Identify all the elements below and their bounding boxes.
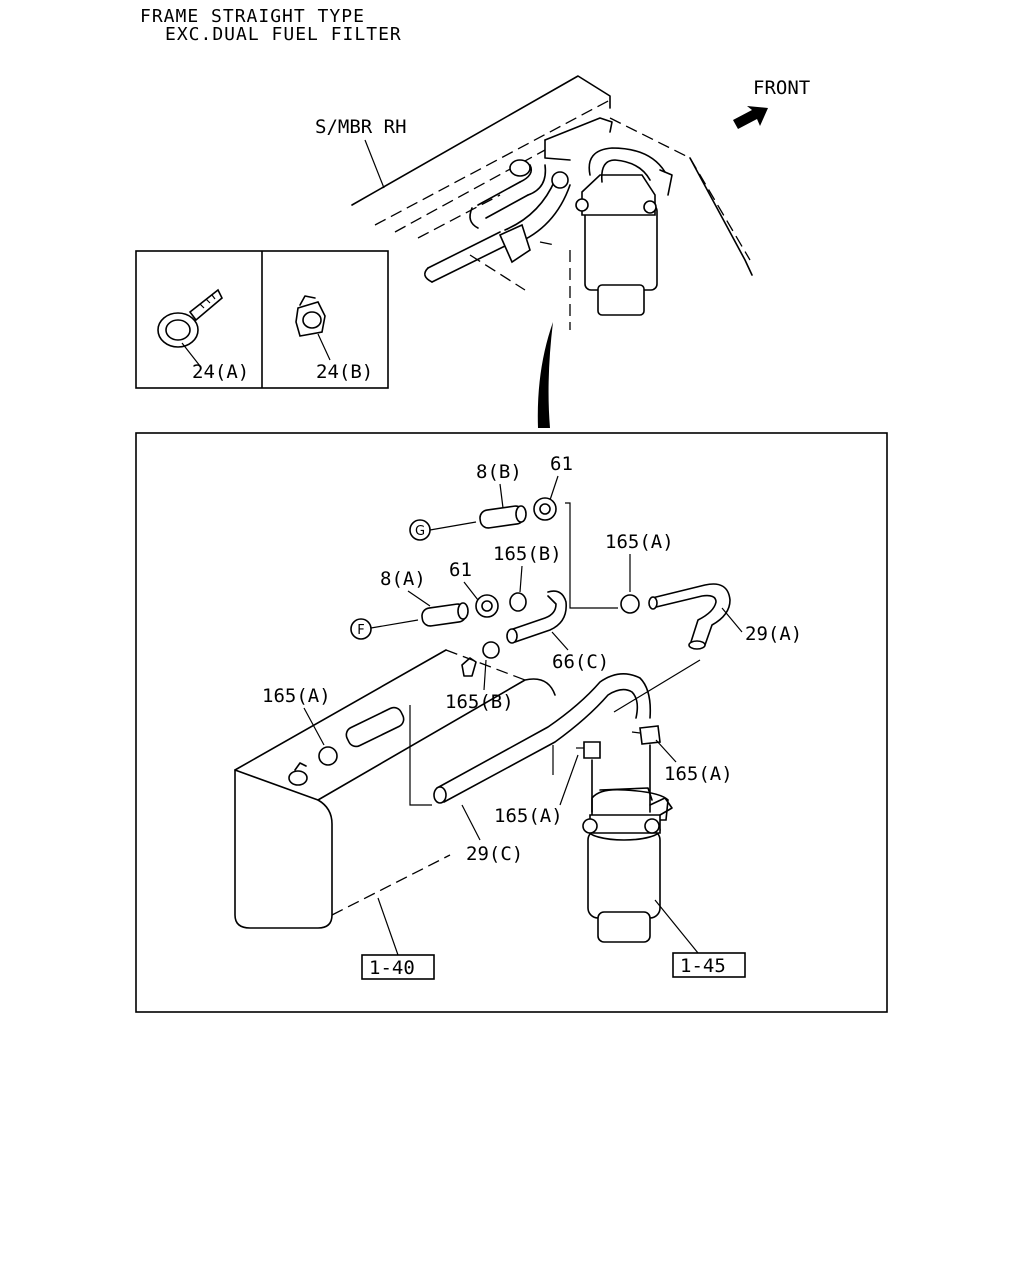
detail-pointer	[537, 322, 553, 428]
pipe-upper	[477, 181, 529, 219]
ref-box-tank	[361, 954, 435, 980]
pipe-clip	[498, 223, 531, 264]
clip-clamp-icon	[295, 295, 326, 337]
connector-g-label: G	[415, 524, 425, 539]
side-member-top-edge	[351, 75, 611, 206]
ref-box-filter	[672, 952, 746, 978]
label-61-mid: 61	[449, 559, 472, 581]
top-overview	[351, 75, 753, 330]
header-line-2: EXC.DUAL FUEL FILTER	[165, 24, 402, 45]
clamp-165a-center	[583, 741, 601, 759]
hose-66c	[509, 590, 567, 643]
label-29a: 29(A)	[745, 623, 802, 645]
hose-29a	[651, 583, 731, 646]
inset-label-24b: 24(B)	[316, 361, 373, 383]
fuel-filter	[582, 744, 673, 943]
fuel-filter-top	[584, 204, 658, 291]
front-label: FRONT	[753, 77, 810, 99]
label-66c: 66(C)	[552, 651, 609, 673]
label-29c: 29(C)	[466, 843, 523, 865]
fuel-tank	[234, 649, 556, 929]
label-8b: 8(B)	[476, 461, 522, 483]
clamp-165a-right	[639, 725, 661, 745]
side-member-label: S/MBR RH	[315, 116, 407, 138]
label-165b-bottom: 165(B)	[445, 691, 514, 713]
clamp-165b-top	[509, 592, 527, 612]
label-165a-right: 165(A)	[664, 763, 733, 785]
detail-frame	[135, 432, 888, 1013]
front-arrow-icon	[733, 106, 768, 129]
ref-filter-label: 1-45	[680, 955, 726, 977]
connector-f-label: F	[357, 623, 364, 638]
label-165a-left: 165(A)	[262, 685, 331, 707]
band-clamp-icon	[157, 288, 223, 348]
clamp-165b-bottom	[482, 641, 500, 659]
label-61-top: 61	[550, 453, 573, 475]
header-line-1: FRAME STRAIGHT TYPE	[140, 6, 365, 27]
clamp-inset: 24(A) 24(B)	[135, 250, 389, 389]
label-165b-top: 165(B)	[493, 543, 562, 565]
side-member-leader	[364, 139, 385, 189]
connector-f-circle	[350, 618, 372, 640]
ref-tank-label: 1-40	[369, 957, 415, 979]
pipe-lower	[427, 231, 506, 283]
label-165a-center: 165(A)	[494, 805, 563, 827]
short-hose-tank	[345, 706, 405, 748]
label-165a-top: 165(A)	[605, 531, 674, 553]
clamp-165a-top	[620, 594, 640, 614]
clamp-165a-left	[318, 746, 338, 766]
inset-label-24a: 24(A)	[192, 361, 249, 383]
label-8a: 8(A)	[380, 568, 426, 590]
hose-29c	[436, 673, 652, 803]
side-member-hidden-edge	[374, 99, 611, 226]
